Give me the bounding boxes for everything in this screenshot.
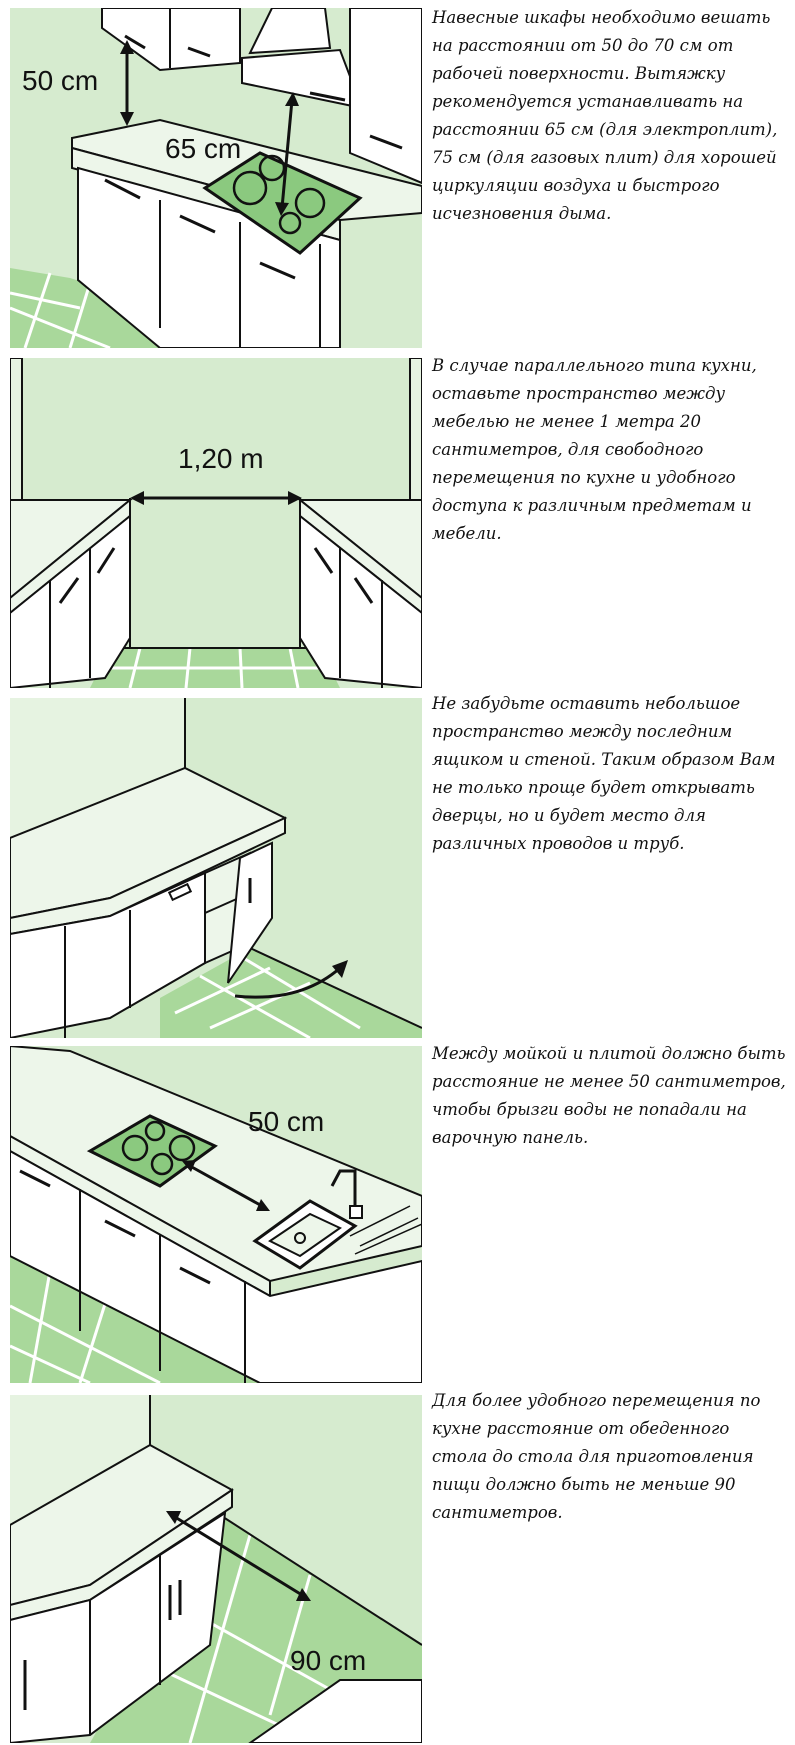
panel-text: Не забудьте оставить небольшое пространс… [432, 694, 776, 853]
panel-text: Навесные шкафы необходимо вешать на расс… [432, 8, 778, 223]
panel-text: В случае параллельного типа кухни, остав… [432, 356, 757, 543]
illustration-wall-gap [10, 698, 422, 1038]
illustration-sink-hob-distance: 50 cm [10, 1046, 422, 1383]
illustration-parallel-kitchen: 1,20 m [10, 358, 422, 688]
dimension-label-sink-hob: 50 cm [248, 1106, 324, 1137]
panel-4: 50 cm Между мойкой и плитой должно быть … [0, 1040, 795, 1385]
panel-text: Между мойкой и плитой должно быть рассто… [432, 1044, 786, 1147]
illustration-table-distance: 90 cm [10, 1395, 422, 1743]
dimension-label-table: 90 cm [290, 1645, 366, 1676]
panel-2: 1,20 m В случае параллельного типа кухни… [0, 350, 795, 690]
panel-3: Не забудьте оставить небольшое пространс… [0, 690, 795, 1040]
illustration-cabinet-hood-height: 50 cm 65 cm [10, 8, 422, 348]
panel-text: Для более удобного перемещения по кухне … [432, 1391, 761, 1522]
dimension-label-cabinet: 50 cm [22, 65, 98, 96]
dimension-label-hood: 65 cm [165, 133, 241, 164]
dimension-label-aisle: 1,20 m [178, 443, 264, 474]
panel-5: 90 cm Для более удобного перемещения по … [0, 1385, 795, 1745]
panel-1: 50 cm 65 cm Навесные шкафы необходимо ве… [0, 0, 795, 350]
